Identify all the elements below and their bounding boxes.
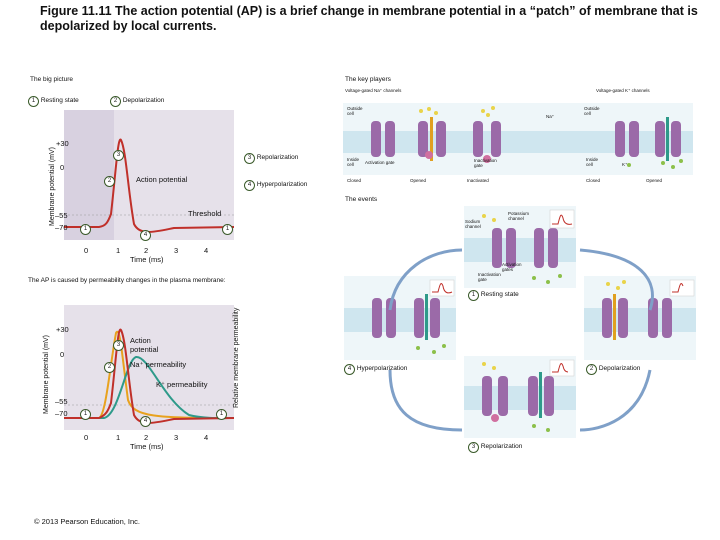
perm-marker-1b: 1 <box>216 409 227 420</box>
annotation-action-potential-2: Action potential <box>130 336 159 354</box>
permeability-ylabel-left: Membrane potential (mV) <box>43 335 50 414</box>
curve-marker-1b: 1 <box>222 224 233 235</box>
key-players-panel <box>343 103 693 175</box>
annotation-na-permeability: Na⁺ permeability <box>130 360 187 369</box>
xtick-4: 4 <box>204 246 209 255</box>
event-panel-hyperpolarization <box>344 276 456 360</box>
ytick-minus70: –70 <box>55 223 68 232</box>
annotation-threshold: Threshold <box>188 209 222 218</box>
annotation-action-potential: Action potential <box>136 175 188 184</box>
stage-repolarization-label: 3 Repolarization <box>244 153 298 164</box>
inactivation-gate-label: Inactivation gate <box>474 158 497 168</box>
copyright: © 2013 Pearson Education, Inc. <box>34 517 141 526</box>
event-number-1: 1 <box>468 290 479 301</box>
event-panel-resting <box>464 206 576 288</box>
permeability-ylabel-right: Relative membrane permeability <box>233 307 240 408</box>
big-picture-graph <box>64 110 235 240</box>
outside-cell-label-na: Outside cell <box>347 106 363 116</box>
inactivation-gate-event-label: Inactivation gate <box>478 272 501 282</box>
xtick-1: 1 <box>116 246 121 255</box>
activation-gate-label: Activation gate <box>365 160 395 165</box>
na-opened-label: Opened <box>410 178 427 183</box>
curve-marker-2: 2 <box>104 176 115 187</box>
event-cycle-arrows <box>388 248 654 432</box>
stage-number-3: 3 <box>244 153 255 164</box>
perm-marker-3: 3 <box>113 340 124 351</box>
inside-cell-label-na: Inside cell <box>347 157 360 167</box>
na-closed-label: Closed <box>347 178 362 183</box>
perm-ytick-minus70: –70 <box>55 409 68 418</box>
big-picture-xlabel: Time (ms) <box>130 255 164 264</box>
ytick-0: 0 <box>60 163 65 172</box>
perm-xtick-1: 1 <box>116 433 121 442</box>
perm-xtick-2: 2 <box>144 433 149 442</box>
perm-ytick-plus30: +30 <box>56 325 69 334</box>
figure-title: Figure 11.11 The action potential (AP) i… <box>40 4 698 33</box>
event-repolarization-label: 3 Repolarization <box>468 442 522 453</box>
na-ion-label: Na⁺ <box>546 114 555 119</box>
key-players-heading: The key players <box>345 76 391 83</box>
annotation-k-permeability: K⁺ permeability <box>156 380 208 389</box>
curve-marker-1a: 1 <box>80 224 91 235</box>
na-channels-heading: Voltage-gated Na⁺ channels <box>345 88 402 93</box>
outside-cell-label-k: Outside cell <box>584 106 600 116</box>
curve-marker-4: 4 <box>140 230 151 241</box>
perm-marker-4: 4 <box>140 416 151 427</box>
event-number-3: 3 <box>468 442 479 453</box>
event-depolarization-label: 2 Depolarization <box>586 364 640 375</box>
stage-resting-label: 1 Resting state <box>28 96 79 107</box>
curve-marker-3: 3 <box>113 150 124 161</box>
ytick-plus30: +30 <box>56 139 69 148</box>
stage-number-2: 2 <box>110 96 121 107</box>
perm-xtick-4: 4 <box>204 433 209 442</box>
activation-gates-label: Activation gates <box>502 262 522 272</box>
event-hyperpolarization-label: 4 Hyperpolarization <box>344 364 407 375</box>
event-resting-label: 1 Resting state <box>468 290 519 301</box>
permeability-heading: The AP is caused by permeability changes… <box>28 277 226 284</box>
event-number-2: 2 <box>586 364 597 375</box>
perm-marker-2: 2 <box>104 362 115 373</box>
xtick-3: 3 <box>174 246 179 255</box>
big-picture-heading: The big picture <box>30 76 73 83</box>
na-inactivated-label: Inactivated <box>467 178 489 183</box>
stage-depolarization-label: 2 Depolarization <box>110 96 164 107</box>
inside-cell-label-k: Inside cell <box>586 157 599 167</box>
xtick-2: 2 <box>144 246 149 255</box>
perm-marker-1a: 1 <box>80 409 91 420</box>
event-number-4: 4 <box>344 364 355 375</box>
ytick-minus55: –55 <box>55 211 68 220</box>
xtick-0: 0 <box>84 246 89 255</box>
k-channels-heading: Voltage-gated K⁺ channels <box>596 88 650 93</box>
events-heading: The events <box>345 196 378 203</box>
event-panel-repolarization <box>464 356 576 438</box>
perm-ytick-0: 0 <box>60 350 65 359</box>
perm-xtick-3: 3 <box>174 433 179 442</box>
k-closed-label: Closed <box>586 178 601 183</box>
permeability-xlabel: Time (ms) <box>130 442 164 451</box>
k-ion-label: K⁺ <box>622 162 628 167</box>
sodium-channel-label: Sodium channel <box>465 219 481 229</box>
k-opened-label: Opened <box>646 178 663 183</box>
stage-number-1: 1 <box>28 96 39 107</box>
perm-ytick-minus55: –55 <box>55 397 68 406</box>
stage-hyperpolarization-label: 4 Hyperpolarization <box>244 180 307 191</box>
perm-xtick-0: 0 <box>84 433 89 442</box>
potassium-channel-label: Potassium channel <box>508 211 530 221</box>
stage-number-4: 4 <box>244 180 255 191</box>
event-panel-depolarization <box>584 276 696 360</box>
